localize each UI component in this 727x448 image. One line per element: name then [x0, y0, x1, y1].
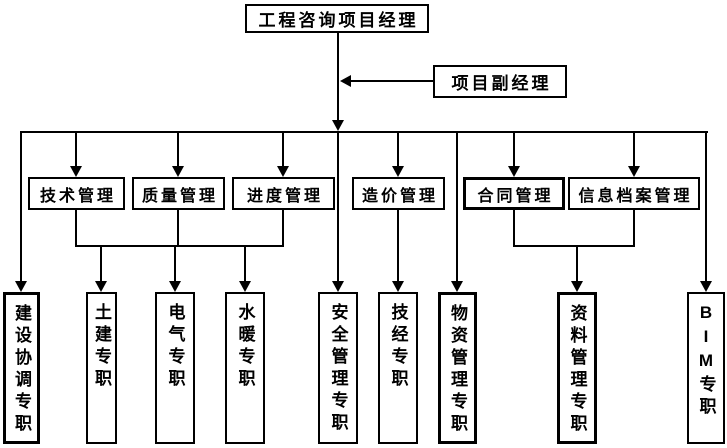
connector-line	[100, 247, 102, 281]
box-spec-materials: 物资管理专职	[438, 292, 477, 444]
specialist-label: 电气专职	[165, 303, 185, 391]
specialist-label: 物资管理专职	[448, 304, 467, 436]
arrow-left-icon	[340, 75, 351, 87]
connector-line	[282, 210, 284, 247]
box-dept-technical: 技术管理	[28, 177, 125, 210]
arrow-down-icon	[508, 166, 520, 177]
arrow-down-icon	[169, 281, 181, 292]
connector-line	[456, 133, 458, 281]
arrow-down-icon	[172, 166, 184, 177]
connector-line	[513, 133, 515, 166]
connector-distributor	[20, 131, 708, 133]
arrow-down-icon	[239, 281, 251, 292]
specialist-label: 水暖专职	[235, 303, 255, 391]
box-spec-documents: 资料管理专职	[557, 292, 597, 444]
box-spec-tech-economy: 技经专职	[378, 292, 418, 444]
box-dept-cost: 造价管理	[352, 177, 445, 210]
specialist-label: 资料管理专职	[567, 304, 587, 436]
box-spec-bim: BIM专职	[687, 292, 725, 444]
connector-line	[20, 133, 22, 281]
box-spec-electrical: 电气专职	[155, 292, 195, 444]
connector-line	[633, 210, 635, 247]
box-deputy-manager: 项目副经理	[433, 65, 567, 98]
arrow-down-icon	[95, 281, 107, 292]
specialist-label: 土建专职	[92, 303, 111, 391]
box-project-manager: 工程咨询项目经理	[245, 4, 429, 33]
arrow-down-icon	[392, 281, 404, 292]
box-spec-civil: 土建专职	[86, 292, 117, 444]
connector-line	[174, 247, 176, 281]
arrow-down-icon	[700, 281, 712, 292]
box-dept-contract: 合同管理	[463, 177, 565, 210]
arrow-down-icon	[392, 166, 404, 177]
connector-line	[177, 210, 179, 247]
box-dept-quality: 质量管理	[132, 177, 225, 210]
arrow-down-icon	[277, 166, 289, 177]
connector-line	[75, 133, 77, 166]
specialist-label: 技经专职	[388, 303, 408, 391]
arrow-down-icon	[15, 281, 27, 292]
box-dept-progress: 进度管理	[232, 177, 335, 210]
connector-line	[75, 210, 77, 247]
arrow-down-icon	[451, 281, 463, 292]
box-spec-safety: 安全管理专职	[318, 292, 358, 444]
connector-line	[282, 133, 284, 166]
connector-collector	[513, 245, 635, 247]
connector-line	[576, 247, 578, 281]
specialist-label: 安全管理专职	[328, 303, 348, 435]
specialist-label: 建设协调专职	[12, 304, 31, 436]
arrow-down-icon	[571, 281, 583, 292]
connector-line	[244, 247, 246, 281]
connector-line	[397, 210, 399, 281]
connector-line	[633, 133, 635, 166]
arrow-down-icon	[332, 120, 344, 131]
connector-line	[705, 133, 707, 281]
arrow-down-icon	[628, 166, 640, 177]
connector-line	[397, 133, 399, 166]
connector-line	[337, 133, 339, 281]
connector-collector	[75, 245, 284, 247]
specialist-label: BIM专职	[696, 303, 716, 419]
arrow-down-icon	[70, 166, 82, 177]
connector-line	[513, 210, 515, 247]
connector-root-drop	[337, 33, 339, 120]
connector-deputy-line	[351, 80, 433, 82]
box-spec-hvac: 水暖专职	[225, 292, 265, 444]
arrow-down-icon	[332, 281, 344, 292]
box-dept-info-archive: 信息档案管理	[568, 177, 700, 210]
box-spec-construction-coordination: 建设协调专职	[3, 292, 40, 444]
connector-line	[177, 133, 179, 166]
